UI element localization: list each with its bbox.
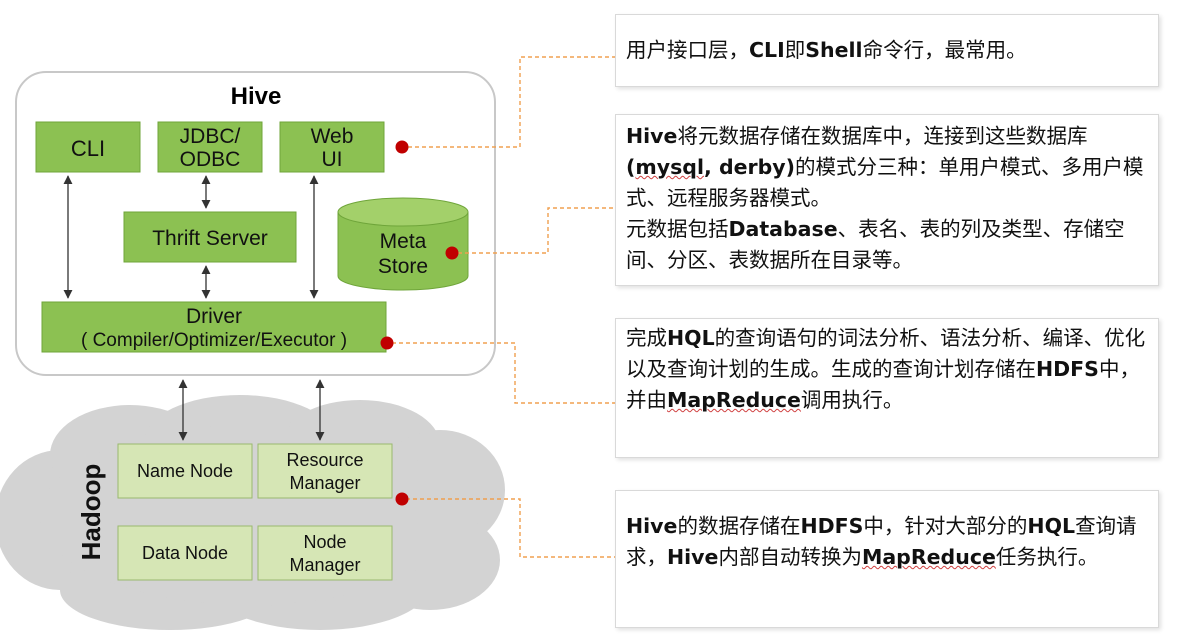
store-label: Store bbox=[378, 255, 428, 278]
connector-hadoop bbox=[406, 498, 615, 558]
connector-driver bbox=[392, 342, 615, 404]
note-driver: 完成HQL的查询语句的词法分析、语法分析、编译、优化以及查询计划的生成。生成的查… bbox=[615, 318, 1159, 458]
hive-title: Hive bbox=[231, 83, 282, 110]
name-node-label: Name Node bbox=[137, 461, 233, 481]
odbc-label: ODBC bbox=[180, 148, 241, 171]
hive-arrows bbox=[63, 175, 325, 441]
note-metastore: Hive将元数据存储在数据库中，连接到这些数据库(mysql, derby)的模… bbox=[615, 114, 1159, 286]
web-label: Web bbox=[311, 125, 354, 148]
note-hadoop: Hive的数据存储在HDFS中，针对大部分的HQL查询请求，Hive内部自动转换… bbox=[615, 490, 1159, 628]
driver-label: Driver bbox=[186, 305, 242, 328]
cli-box: CLI bbox=[35, 121, 141, 173]
marker-hadoop bbox=[395, 492, 409, 506]
name-node-box: Name Node bbox=[117, 443, 253, 499]
data-node-box: Data Node bbox=[117, 525, 253, 581]
meta-label: Meta bbox=[380, 230, 427, 253]
connector-metastore bbox=[458, 207, 615, 254]
marker-driver bbox=[380, 336, 394, 350]
data-node-label: Data Node bbox=[142, 543, 228, 563]
note-interface-layer: 用户接口层，CLI即Shell命令行，最常用。 bbox=[615, 14, 1159, 87]
cli-label: CLI bbox=[71, 136, 105, 161]
jdbc-odbc-box: JDBC/ ODBC bbox=[157, 121, 263, 173]
connectors bbox=[392, 56, 615, 558]
connector-interface bbox=[408, 56, 615, 148]
resource-manager-box: Resource Manager bbox=[257, 443, 393, 499]
thrift-label: Thrift Server bbox=[152, 227, 268, 250]
thrift-server-box: Thrift Server bbox=[123, 211, 297, 263]
jdbc-label: JDBC/ bbox=[180, 125, 241, 148]
ui-label: UI bbox=[322, 148, 343, 171]
driver-subtitle: ( Compiler/Optimizer/Executor ) bbox=[81, 330, 347, 351]
marker-metastore bbox=[445, 246, 459, 260]
rm-label-2: Manager bbox=[289, 473, 360, 493]
metastore-cylinder: Meta Store bbox=[337, 197, 469, 291]
markers bbox=[380, 140, 459, 506]
nm-label-2: Manager bbox=[289, 555, 360, 575]
web-ui-box: Web UI bbox=[279, 121, 385, 173]
nm-label-1: Node bbox=[303, 532, 346, 552]
node-manager-box: Node Manager bbox=[257, 525, 393, 581]
driver-box: Driver ( Compiler/Optimizer/Executor ) bbox=[41, 301, 387, 353]
marker-interface bbox=[395, 140, 409, 154]
rm-label-1: Resource bbox=[286, 450, 363, 470]
hadoop-title: Hadoop bbox=[76, 464, 106, 561]
